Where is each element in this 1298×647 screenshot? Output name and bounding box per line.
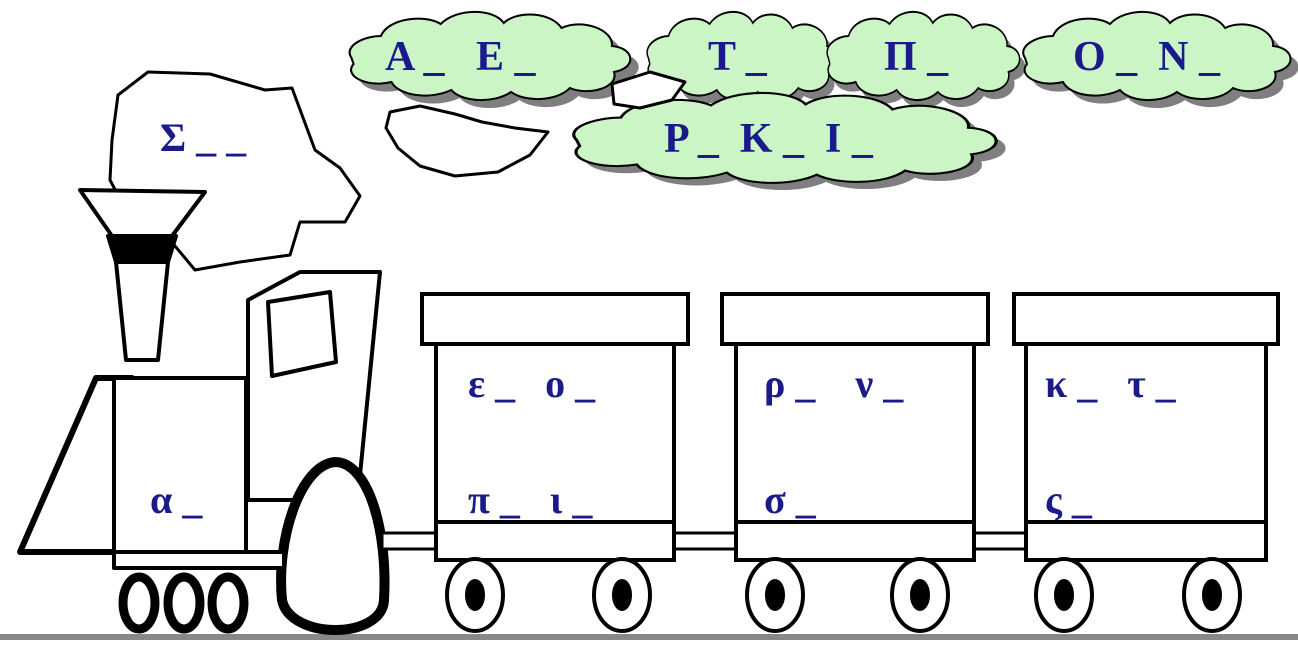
cloud-1-letters: Α _ Ε _: [385, 34, 536, 80]
rail: [0, 634, 1298, 640]
wagon-1: [420, 292, 690, 633]
cloud-2-letters: Τ _: [708, 34, 767, 80]
smoke-puffs: [108, 70, 687, 272]
locomotive: [17, 188, 390, 635]
couplings: [380, 531, 1028, 551]
cloud-5-letters: Ρ _ Κ _ Ι _: [664, 116, 873, 162]
wagon-2-top-letters: ρ _ ν _: [764, 361, 904, 406]
wagon-2: [720, 292, 990, 633]
engine-letters: α _: [150, 477, 203, 522]
wagon-1-top-letters: ε _ ο _: [468, 361, 596, 406]
wagon-3-bottom-letters: ς _: [1045, 477, 1092, 522]
wagon-1-bottom-letters: π _ ι _: [468, 477, 593, 522]
wagon-2-bottom-letters: σ _: [764, 477, 816, 522]
wagon-3: [1012, 292, 1280, 633]
smoke-letters: Σ _ _: [160, 115, 247, 160]
cloud-4-letters: Ο _ Ν _: [1073, 34, 1220, 80]
cloud-3-letters: Π _: [884, 34, 949, 80]
wagon-3-top-letters: κ _ τ _: [1045, 361, 1176, 406]
